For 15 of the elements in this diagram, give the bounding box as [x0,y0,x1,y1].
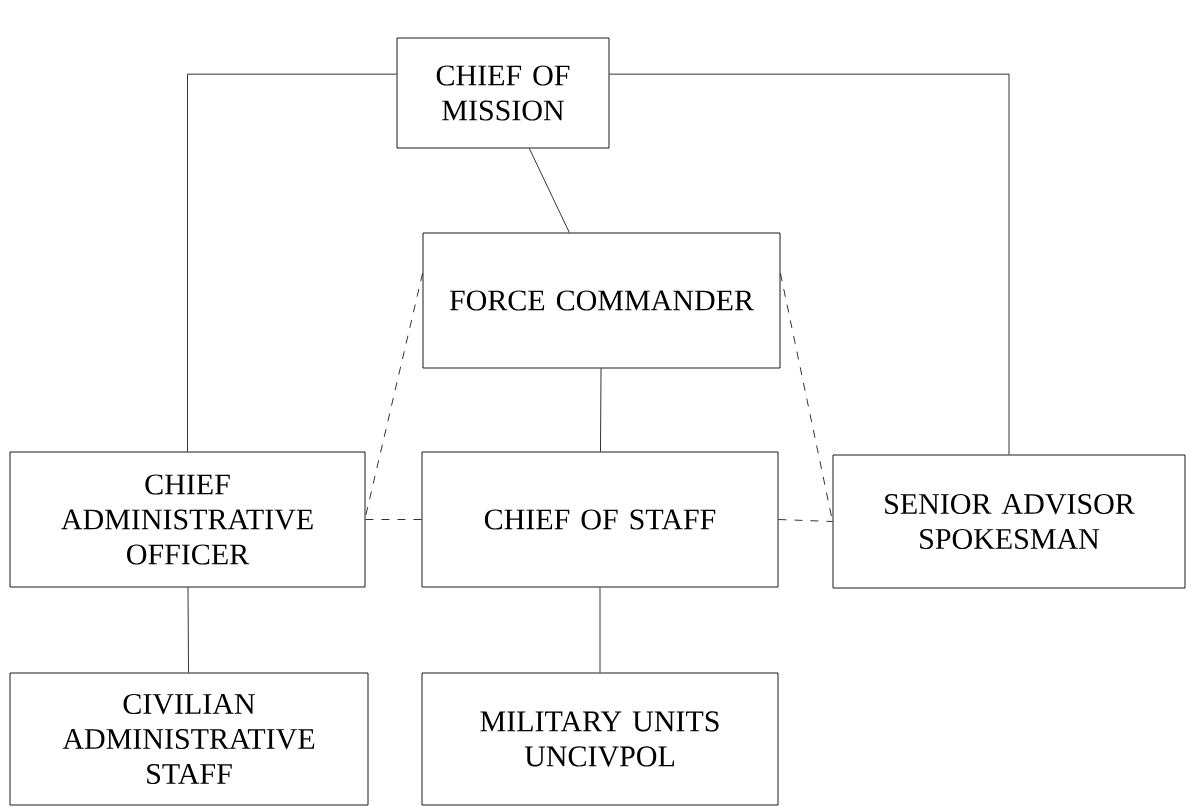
connector-line [187,587,189,673]
org-box: CIVILIAN ADMINISTRATIVE STAFF [9,672,369,806]
org-box: CHIEF OF STAFF [421,451,779,588]
dashed-connector [778,519,833,522]
connector-line [599,587,601,673]
org-box: CHIEF OF MISSION [396,37,610,149]
connector-line [187,73,397,452]
connector-line [528,148,570,233]
org-box: SENIOR ADVISOR SPOKESMAN [832,454,1186,589]
dashed-connector [365,519,422,520]
connector-line [609,73,1010,455]
org-box: CHIEF ADMINISTRATIVE OFFICER [9,451,366,588]
org-box: FORCE COMMANDER [422,232,781,369]
connector-line [600,368,602,452]
org-box: MILITARY UNITS UNCIVPOL [421,672,779,806]
